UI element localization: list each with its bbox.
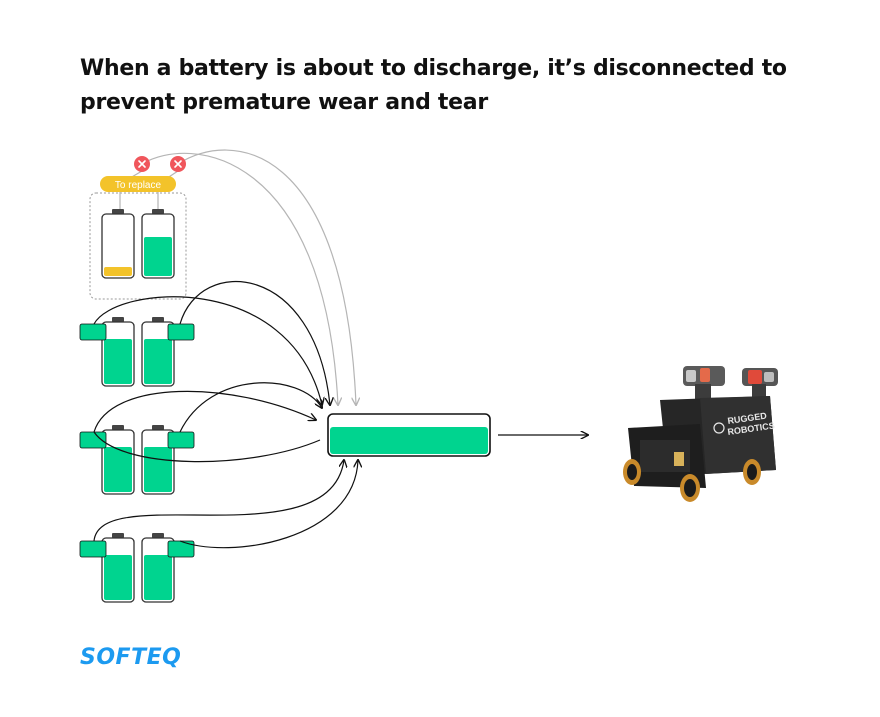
softeq-logo: SOFTEQ [80, 645, 181, 670]
active-wire [93, 296, 322, 405]
battery-cap [112, 209, 124, 214]
connectors [79, 323, 195, 558]
main-battery [327, 413, 491, 457]
battery-charge-fill [144, 237, 172, 276]
main-battery-fill [330, 427, 488, 454]
disconnected-wire-1 [141, 152, 338, 405]
battery-charge-fill [144, 339, 172, 384]
connector [167, 431, 195, 449]
battery-cells [101, 209, 175, 603]
disconnect-marker-2 [170, 156, 186, 172]
battery-charge-fill [104, 267, 132, 276]
connector [79, 431, 107, 449]
disconnect-marker-1 [134, 156, 150, 172]
logo-text: SOFTEQ [80, 645, 182, 670]
connector [79, 323, 107, 341]
battery-cap [112, 425, 124, 430]
battery-charge-fill [144, 447, 172, 492]
title-line-1: When a battery is about to discharge, it… [80, 56, 787, 81]
disconnected-wire-2 [177, 149, 356, 405]
page-title: When a battery is about to discharge, it… [80, 52, 840, 120]
active-wires [93, 281, 588, 549]
battery-charge-fill [104, 447, 132, 492]
disconnected-wires [119, 149, 356, 405]
active-wire [179, 382, 322, 433]
battery-cap [112, 317, 124, 322]
battery-cell [141, 209, 175, 279]
connector [79, 540, 107, 558]
connector [167, 540, 195, 558]
battery-cap [152, 209, 164, 214]
battery-cell [101, 533, 135, 603]
battery-cell [101, 209, 135, 279]
battery-charge-fill [104, 555, 132, 600]
battery-body [101, 213, 135, 279]
robot-image: RUGGED ROBOTICS [623, 366, 778, 502]
battery-cap [152, 533, 164, 538]
replace-label: To replace [115, 180, 162, 191]
battery-cell [141, 533, 175, 603]
close-icon [138, 160, 146, 168]
replace-group-box [89, 192, 187, 300]
battery-cap [152, 317, 164, 322]
battery-cell [141, 317, 175, 387]
battery-cell [101, 425, 135, 495]
battery-cap [152, 425, 164, 430]
active-wire [93, 460, 344, 542]
battery-cell [101, 317, 135, 387]
battery-charge-fill [144, 555, 172, 600]
active-wire [93, 390, 316, 433]
active-wire [179, 460, 358, 549]
close-icon [174, 160, 182, 168]
battery-charge-fill [104, 339, 132, 384]
active-wire [179, 281, 330, 405]
active-wire [93, 431, 321, 463]
connector [167, 323, 195, 341]
title-line-2: prevent premature wear and tear [80, 90, 488, 115]
battery-cap [112, 533, 124, 538]
replace-badge: To replace [100, 176, 176, 192]
